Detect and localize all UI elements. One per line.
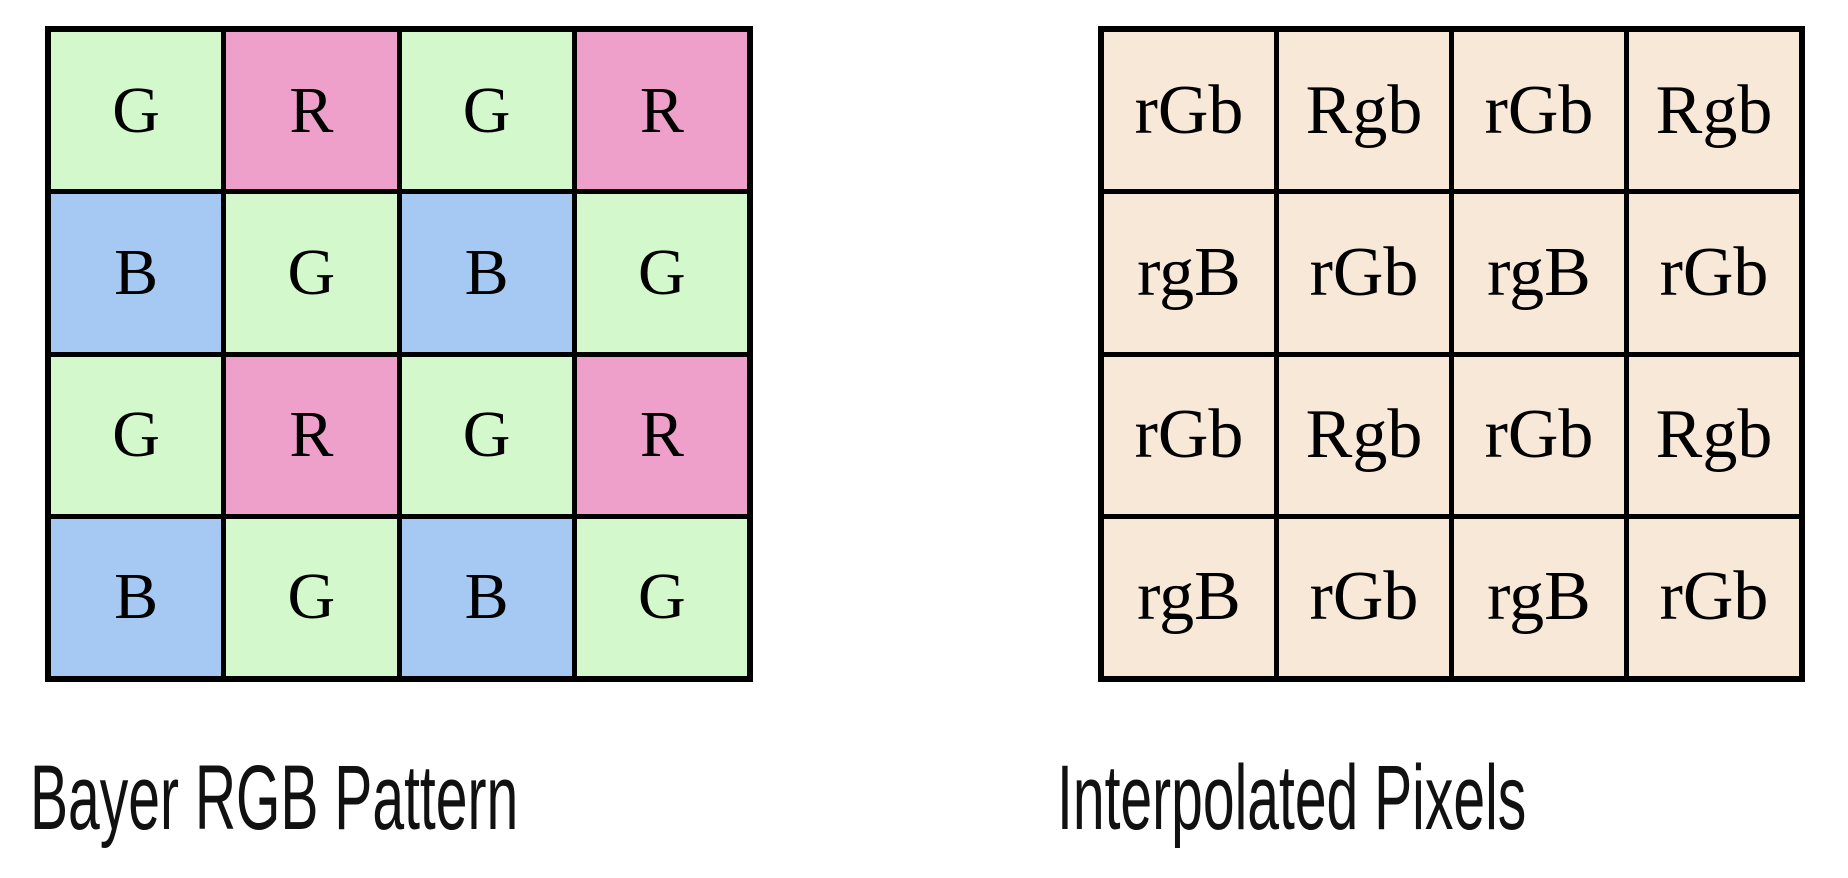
interpolated-grid-caption: Interpolated Pixels [1057,747,1527,849]
interpolated-cell: Rgb [1629,356,1799,514]
bayer-cell: G [51,32,222,190]
interpolated-cell: Rgb [1279,32,1449,190]
bayer-cell: B [401,194,572,352]
interpolated-cell: rGb [1104,356,1274,514]
interpolated-cell: rGb [1279,194,1449,352]
bayer-cell: G [226,194,397,352]
bayer-cell: G [226,518,397,676]
bayer-cell: R [576,356,747,514]
bayer-cell: G [576,194,747,352]
bayer-cell: B [51,194,222,352]
bayer-cell: B [51,518,222,676]
interpolated-cell: Rgb [1279,356,1449,514]
interpolated-cell: rGb [1454,356,1624,514]
bayer-cell: G [51,356,222,514]
interpolated-cell: rgB [1104,518,1274,676]
interpolated-cell: rgB [1454,518,1624,676]
bayer-cell: G [401,356,572,514]
bayer-cell: R [226,32,397,190]
bayer-cell: G [401,32,572,190]
interpolated-cell: rGb [1454,32,1624,190]
interpolated-cell: rGb [1104,32,1274,190]
bayer-grid-caption: Bayer RGB Pattern [30,747,519,849]
interpolated-cell: rGb [1279,518,1449,676]
interpolated-cell: rgB [1104,194,1274,352]
bayer-cell: G [576,518,747,676]
interpolated-cell: Rgb [1629,32,1799,190]
bayer-cell: R [576,32,747,190]
interpolated-cell: rGb [1629,518,1799,676]
interpolated-cell: rGb [1629,194,1799,352]
bayer-cell: R [226,356,397,514]
interpolated-cell: rgB [1454,194,1624,352]
bayer-cell: B [401,518,572,676]
